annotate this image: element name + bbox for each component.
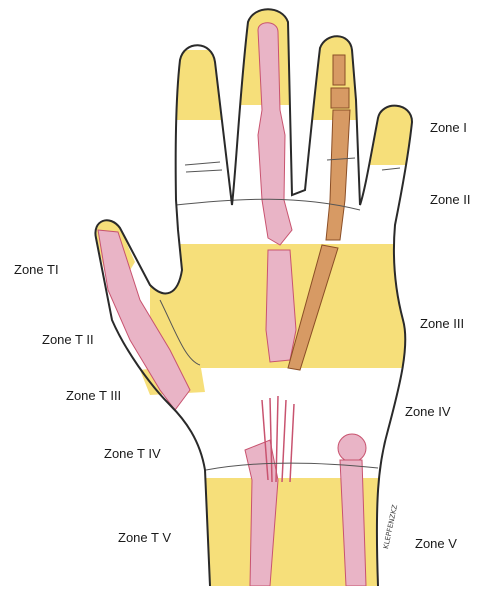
label-zone-t-v: Zone T V (118, 530, 171, 545)
label-zone-iv: Zone IV (405, 404, 451, 419)
proximal-segment (326, 110, 350, 240)
pulley-segment (331, 88, 349, 108)
label-zone-ii: Zone II (430, 192, 470, 207)
label-zone-t-iii: Zone T III (66, 388, 121, 403)
middle-metacarpal (266, 250, 296, 362)
flexor-tendons (262, 396, 294, 482)
label-zone-t-i: Zone TI (14, 262, 59, 277)
zone-v-band (150, 478, 420, 586)
label-zone-i: Zone I (430, 120, 467, 135)
distal-segment (333, 55, 345, 85)
label-zone-iii: Zone III (420, 316, 464, 331)
label-zone-v: Zone V (415, 536, 457, 551)
index-distal-band (160, 50, 230, 120)
label-zone-t-iv: Zone T IV (104, 446, 161, 461)
label-zone-t-ii: Zone T II (42, 332, 94, 347)
pisiform-bone (338, 434, 366, 462)
